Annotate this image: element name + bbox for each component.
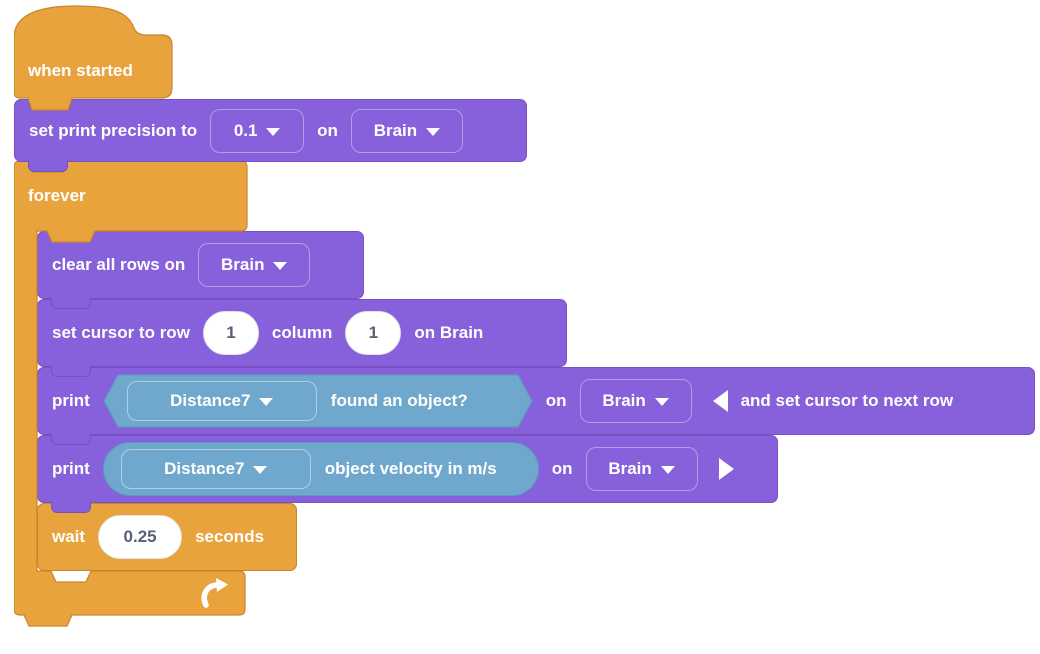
on-label: on (545, 391, 567, 410)
device-value: Brain (221, 255, 265, 274)
hat-block-shape (13, 5, 173, 111)
forever-label: forever (28, 186, 86, 205)
on-label: on (551, 459, 573, 478)
block-wait[interactable]: wait 0.25 seconds (37, 503, 297, 571)
block-connector-tab (51, 365, 91, 377)
caret-down-icon (273, 262, 288, 270)
hexagon-shape (103, 374, 533, 428)
column-label: column (271, 323, 333, 342)
boolean-reporter-found-object[interactable]: Distance7 found an object? (103, 374, 533, 428)
forever-block-shape (13, 160, 248, 627)
block-connector-tab (28, 160, 68, 172)
expand-right-icon[interactable] (718, 458, 734, 480)
device-dropdown[interactable]: Brain (579, 379, 692, 423)
on-label: on (317, 120, 338, 140)
block-set-print-precision[interactable]: set print precision to 0.1 on Brain (14, 99, 527, 172)
sensor-value: Distance7 (164, 459, 245, 478)
print-label: print (52, 391, 90, 410)
wait-duration-input[interactable]: 0.25 (98, 515, 183, 559)
set-print-precision-label: set print precision to (29, 120, 198, 140)
column-value: 1 (368, 323, 379, 342)
block-print-object-velocity[interactable]: print Distance7 object velocity in m/s o… (37, 435, 778, 513)
print-label: print (52, 459, 90, 478)
block-connector-tab (51, 501, 91, 513)
precision-value: 0.1 (233, 120, 258, 140)
sensor-dropdown[interactable]: Distance7 (120, 449, 311, 489)
caret-down-icon (253, 466, 268, 474)
device-value: Brain (608, 459, 652, 478)
block-print-found-object[interactable]: print Distance7 found an object? on Brai… (37, 367, 1035, 445)
caret-down-icon (426, 127, 441, 136)
wait-duration-value: 0.25 (123, 527, 157, 546)
row-input[interactable]: 1 (202, 311, 259, 355)
caret-down-icon (266, 127, 281, 136)
block-set-cursor[interactable]: set cursor to row 1 column 1 on Brain (37, 299, 567, 377)
caret-down-icon (660, 466, 675, 474)
device-dropdown[interactable]: Brain (585, 447, 698, 491)
found-object-label: found an object? (330, 391, 468, 410)
device-value: Brain (373, 120, 418, 140)
seconds-label: seconds (195, 527, 265, 546)
set-cursor-label: set cursor to row (52, 323, 190, 342)
column-input[interactable]: 1 (345, 311, 402, 355)
precision-dropdown[interactable]: 0.1 (210, 108, 305, 153)
set-cursor-next-row-label: and set cursor to next row (740, 391, 954, 410)
when-started-label: when started (28, 61, 133, 80)
caret-down-icon (654, 398, 669, 406)
clear-all-rows-label: clear all rows on (52, 255, 186, 274)
collapse-left-icon[interactable] (712, 390, 728, 412)
block-connector-tab (51, 433, 91, 445)
block-forever[interactable]: forever (13, 160, 250, 631)
sensor-value: Distance7 (170, 391, 251, 410)
object-velocity-label: object velocity in m/s (324, 459, 497, 478)
wait-label: wait (52, 527, 86, 546)
block-connector-tab (51, 297, 91, 309)
row-value: 1 (226, 323, 236, 342)
caret-down-icon (259, 398, 274, 406)
reporter-object-velocity[interactable]: Distance7 object velocity in m/s (102, 442, 539, 496)
block-when-started[interactable]: when started (13, 4, 176, 114)
on-brain-label: on Brain (414, 323, 484, 342)
device-dropdown[interactable]: Brain (350, 108, 463, 153)
device-dropdown[interactable]: Brain (198, 243, 311, 287)
loop-arrow-icon (201, 578, 228, 608)
sensor-dropdown[interactable]: Distance7 (126, 381, 317, 421)
device-value: Brain (602, 391, 646, 410)
